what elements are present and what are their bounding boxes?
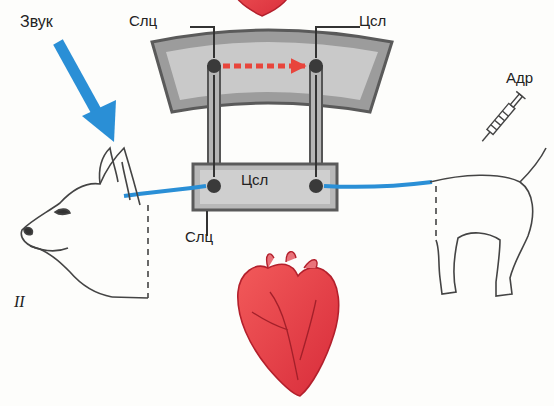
- column-right: [310, 66, 322, 174]
- heart-top: [228, 0, 296, 16]
- syringe: [478, 91, 526, 145]
- connector: [213, 75, 215, 177]
- sound-arrow-head: [82, 100, 116, 142]
- nerve-wire: [324, 182, 432, 187]
- connector: [315, 75, 317, 177]
- heart: [238, 252, 339, 396]
- upper-band: [152, 30, 392, 112]
- dog-head: [21, 148, 148, 298]
- center-label: Слц: [185, 229, 213, 244]
- column-left: [208, 66, 220, 174]
- center-label: Цсл: [241, 172, 268, 187]
- lower-box-inner: [200, 170, 330, 204]
- connector: [223, 64, 305, 69]
- leader-line: [190, 27, 214, 58]
- upper-band-inner: [166, 42, 378, 100]
- sound-arrow: [58, 42, 100, 118]
- center-label: Цсл: [359, 13, 386, 28]
- text-label: II: [14, 294, 25, 310]
- lower-box: [193, 164, 337, 210]
- leader-line: [316, 27, 360, 58]
- text-label: Адр: [506, 70, 533, 85]
- dog-hind: [430, 148, 546, 296]
- junction-dot: Слц: [207, 179, 221, 193]
- junction-dot: Цсл: [309, 59, 323, 73]
- junction-dot: Цсл: [309, 179, 323, 193]
- center-label: Слц: [129, 13, 157, 28]
- text-label: Звук: [20, 14, 53, 30]
- junction-dot: Слц: [207, 59, 221, 73]
